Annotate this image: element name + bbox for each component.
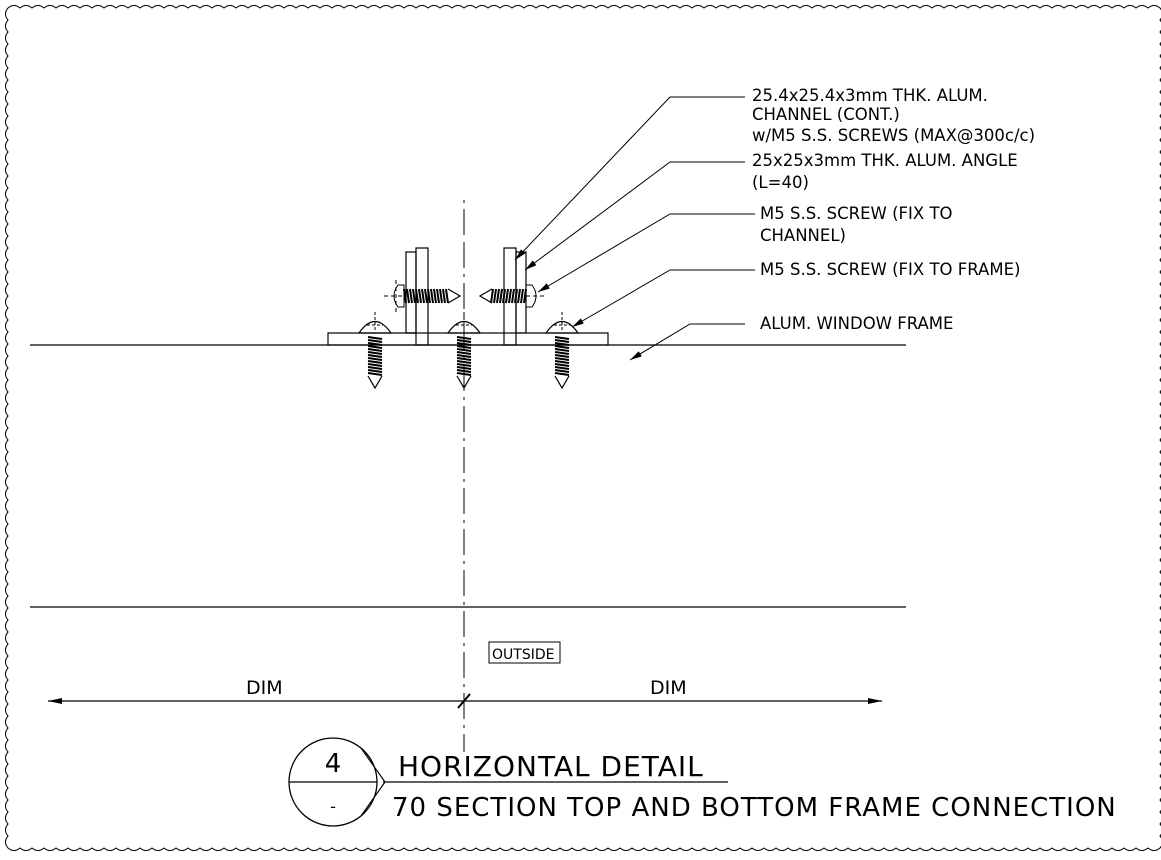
callout-notes: 25.4x25.4x3mm THK. ALUM. CHANNEL (CONT.)… bbox=[752, 86, 1035, 333]
outside-label: OUTSIDE bbox=[492, 647, 554, 663]
sheet-reference: - bbox=[330, 797, 336, 816]
detail-title: HORIZONTAL DETAIL bbox=[398, 750, 704, 783]
note-channel-line2: CHANNEL (CONT.) bbox=[752, 105, 900, 124]
note-screw-frame: M5 S.S. SCREW (FIX TO FRAME) bbox=[760, 260, 1020, 279]
leader-lines bbox=[515, 97, 755, 360]
screws-frame bbox=[359, 312, 578, 388]
note-angle-line1: 25x25x3mm THK. ALUM. ANGLE bbox=[752, 151, 1018, 170]
dimension-label-right: DIM bbox=[650, 677, 687, 699]
screw-channel-right bbox=[480, 285, 546, 307]
dimension-line bbox=[48, 694, 882, 708]
detail-number: 4 bbox=[325, 749, 342, 779]
detail-subtitle: 70 SECTION TOP AND BOTTOM FRAME CONNECTI… bbox=[392, 793, 1117, 823]
note-screw-channel-line2: CHANNEL) bbox=[760, 226, 846, 245]
note-angle-line2: (L=40) bbox=[752, 173, 809, 192]
note-window-frame: ALUM. WINDOW FRAME bbox=[760, 314, 953, 333]
frame-screw bbox=[546, 312, 578, 388]
dimension-label-left: DIM bbox=[246, 677, 283, 699]
note-channel-line1: 25.4x25.4x3mm THK. ALUM. bbox=[752, 86, 988, 105]
note-channel-line3: w/M5 S.S. SCREWS (MAX@300c/c) bbox=[752, 126, 1035, 145]
note-screw-channel-line1: M5 S.S. SCREW (FIX TO bbox=[760, 204, 953, 223]
frame-screw bbox=[359, 312, 391, 388]
screw-channel-left bbox=[384, 280, 460, 312]
